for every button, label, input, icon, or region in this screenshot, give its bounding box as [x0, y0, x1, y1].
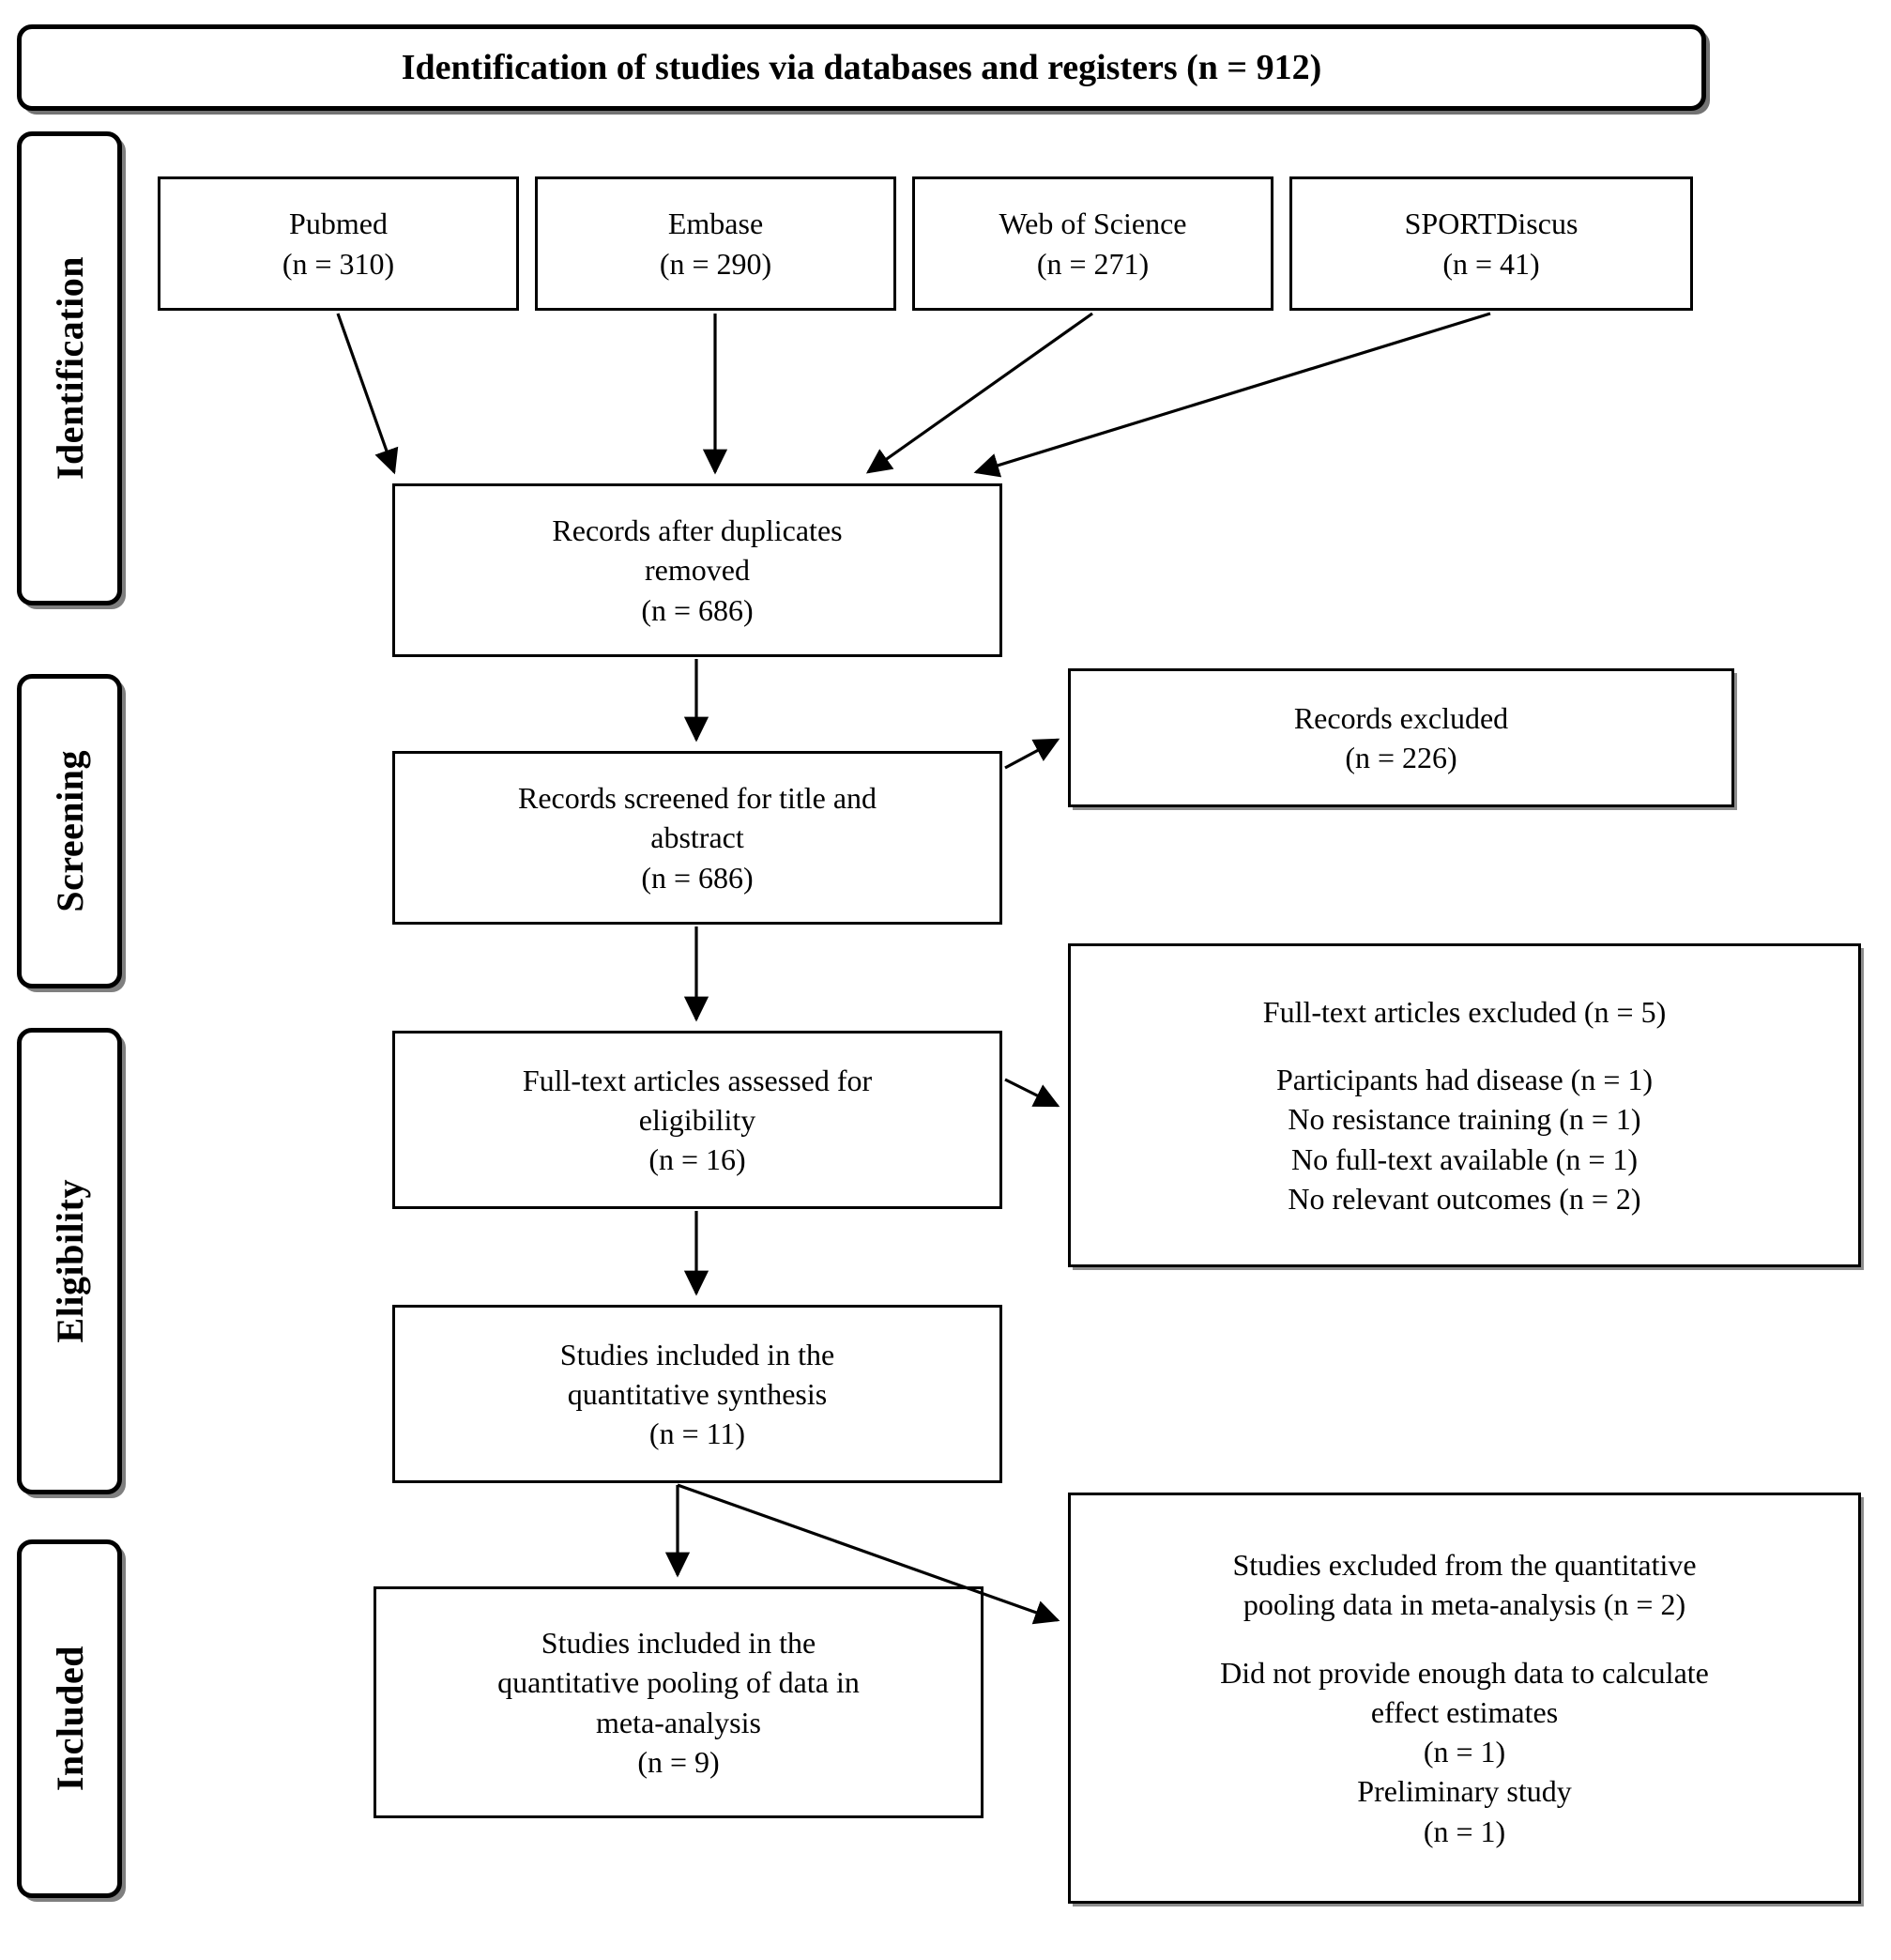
box-meta-analysis-included: Studies included in the quantitative poo… — [374, 1586, 984, 1818]
diagram-title: Identification of studies via databases … — [401, 47, 1322, 87]
arrow-screened-to-records-excluded — [1004, 738, 1060, 770]
stage-label-included: Included — [48, 1646, 91, 1792]
meta-included-count: (n = 9) — [637, 1744, 720, 1779]
source-box-sportdiscus: SPORTDiscus (n = 41) — [1289, 176, 1693, 311]
fulltext-excluded-reason-2: No resistance training (n = 1) — [1288, 1102, 1641, 1137]
synthesis-count: (n = 11) — [648, 1416, 746, 1451]
arrow-pubmed-to-duplicates — [336, 313, 399, 475]
fulltext-assessed-line-1: Full-text articles assessed for — [522, 1063, 873, 1097]
screened-count: (n = 686) — [641, 860, 754, 895]
meta-excluded-reason-1-count: (n = 1) — [1423, 1735, 1506, 1769]
source-name-sportdiscus: SPORTDiscus — [1404, 207, 1578, 241]
screened-line-1: Records screened for title and — [517, 781, 877, 816]
diagram-title-banner: Identification of studies via databases … — [17, 24, 1706, 111]
records-excluded-count: (n = 226) — [1345, 741, 1457, 774]
screened-line-2: abstract — [650, 820, 744, 855]
arrow-wos-to-duplicates — [865, 312, 1093, 474]
box-records-screened: Records screened for title and abstract … — [392, 751, 1002, 925]
stage-label-eligibility: Eligibility — [48, 1179, 91, 1343]
stage-included: Included — [17, 1539, 122, 1898]
records-excluded-label: Records excluded — [1293, 700, 1509, 735]
stage-eligibility: Eligibility — [17, 1028, 122, 1494]
box-fulltext-assessed: Full-text articles assessed for eligibil… — [392, 1031, 1002, 1209]
box-meta-analysis-excluded: Studies excluded from the quantitative p… — [1068, 1493, 1861, 1904]
source-name-embase: Embase — [667, 207, 764, 241]
synthesis-line-2: quantitative synthesis — [567, 1376, 828, 1411]
box-records-after-duplicates: Records after duplicates removed (n = 68… — [392, 483, 1002, 657]
duplicates-line-2: removed — [645, 553, 750, 588]
meta-excluded-reason-2-label: Preliminary study — [1357, 1774, 1572, 1809]
duplicates-line-1: Records after duplicates — [552, 513, 843, 548]
source-box-embase: Embase (n = 290) — [535, 176, 896, 311]
fulltext-excluded-reason-4: No relevant outcomes (n = 2) — [1288, 1181, 1641, 1216]
stage-label-screening: Screening — [48, 750, 91, 912]
meta-included-line-2: quantitative pooling of data in — [497, 1665, 860, 1700]
fulltext-excluded-reason-3: No full-text available (n = 1) — [1290, 1141, 1639, 1176]
box-fulltext-excluded: Full-text articles excluded (n = 5) Part… — [1068, 943, 1861, 1267]
source-count-web-of-science: (n = 271) — [1036, 246, 1150, 281]
meta-included-line-1: Studies included in the — [541, 1626, 816, 1661]
fulltext-assessed-line-2: eligibility — [638, 1102, 756, 1137]
meta-excluded-heading-1: Studies excluded from the quantitative — [1232, 1548, 1697, 1583]
meta-excluded-reason-1-line-1: Did not provide enough data to calculate — [1220, 1655, 1709, 1690]
source-count-pubmed: (n = 310) — [282, 246, 395, 281]
source-count-embase: (n = 290) — [659, 246, 772, 281]
arrow-sportdiscus-to-duplicates — [973, 312, 1491, 478]
stage-identification: Identification — [17, 131, 122, 605]
meta-included-line-3: meta-analysis — [596, 1705, 761, 1739]
source-name-web-of-science: Web of Science — [999, 207, 1187, 241]
fulltext-excluded-reason-1: Participants had disease (n = 1) — [1275, 1063, 1654, 1097]
fulltext-excluded-heading: Full-text articles excluded (n = 5) — [1262, 994, 1667, 1029]
source-count-sportdiscus: (n = 41) — [1442, 246, 1540, 281]
box-records-excluded: Records excluded (n = 226) — [1068, 668, 1734, 807]
stage-label-identification: Identification — [48, 256, 91, 481]
synthesis-line-1: Studies included in the — [559, 1337, 835, 1371]
source-box-web-of-science: Web of Science (n = 271) — [912, 176, 1273, 311]
meta-excluded-heading-2: pooling data in meta-analysis (n = 2) — [1243, 1587, 1686, 1622]
meta-excluded-reason-1-line-2: effect estimates — [1370, 1694, 1559, 1729]
stage-screening: Screening — [17, 674, 122, 988]
meta-excluded-reason-2-count: (n = 1) — [1423, 1814, 1506, 1848]
fulltext-assessed-count: (n = 16) — [648, 1142, 746, 1177]
box-quantitative-synthesis: Studies included in the quantitative syn… — [392, 1305, 1002, 1483]
arrow-fulltext-to-fulltext-excluded — [1004, 1078, 1060, 1108]
source-box-pubmed: Pubmed (n = 310) — [158, 176, 519, 311]
source-name-pubmed: Pubmed — [289, 207, 388, 241]
duplicates-count: (n = 686) — [641, 592, 754, 627]
